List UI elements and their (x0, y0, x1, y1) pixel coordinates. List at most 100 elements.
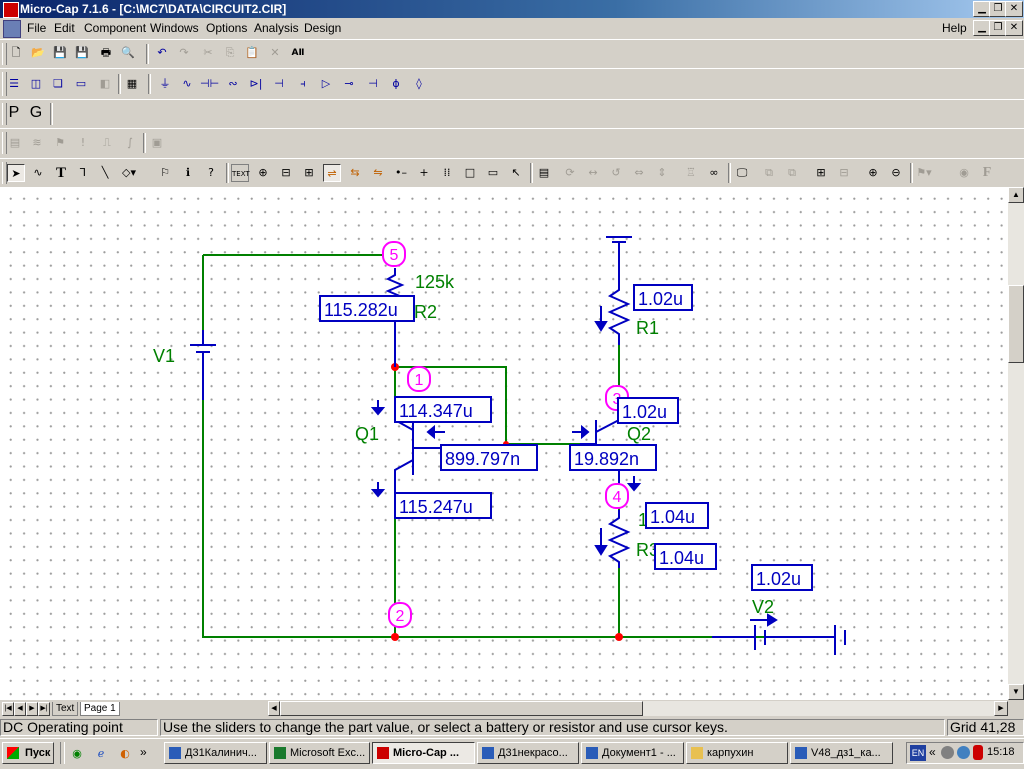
binoculars-icon[interactable]: ∞ (709, 166, 719, 179)
redo-icon[interactable]: ↷ (179, 46, 189, 59)
curve-icon[interactable]: ∫ (127, 136, 133, 149)
quicklaunch-more-icon[interactable]: » (140, 745, 147, 759)
power-icon[interactable]: ⇆ (350, 166, 360, 179)
tray-app-icon[interactable] (941, 746, 954, 759)
save-icon[interactable]: 💾 (53, 46, 67, 59)
cut-icon[interactable]: ✂ (203, 46, 213, 59)
scroll-left-arrow[interactable]: ◀ (268, 701, 280, 716)
schematic-canvas[interactable]: 5 1 3 4 2 V1 Q1 Q2 R1 R2 R3 125k 1 V2 (0, 187, 1008, 700)
info-icon[interactable]: ℹ (185, 166, 191, 179)
diode-icon[interactable]: ⊳| (249, 77, 263, 90)
last-page-button[interactable]: ▶| (38, 702, 50, 716)
node-numbers-icon[interactable]: ⊕ (258, 166, 268, 179)
scroll-down-arrow[interactable]: ▼ (1008, 684, 1024, 700)
grid-toggle-icon[interactable]: ⁞⁞ (443, 166, 451, 179)
taskbar-item-0[interactable]: Д31Калинич... (164, 742, 267, 764)
scroll-up-arrow[interactable]: ▲ (1008, 187, 1024, 203)
open-icon[interactable]: 📂 (31, 46, 45, 59)
align-icon[interactable]: ⇕ (657, 166, 667, 179)
cursor-icon[interactable]: ↖ (511, 166, 521, 179)
zoom-out-icon[interactable]: ⊖ (891, 166, 901, 179)
taskbar-item-6[interactable]: V48_дз1_ка... (790, 742, 893, 764)
p-button[interactable]: P (8, 104, 20, 121)
diagonal-wire-icon[interactable]: ╲ (101, 166, 109, 179)
monitor-icon[interactable]: 🖵 (736, 166, 748, 179)
pin-connections-icon[interactable]: •–• (395, 166, 407, 197)
app-icon[interactable] (3, 2, 19, 18)
delete-icon[interactable]: ✕ (270, 46, 280, 59)
horizontal-scrollbar[interactable]: ◀ ▶ (268, 701, 1008, 716)
voltages-icon[interactable]: ⊟ (281, 166, 291, 179)
tab-text[interactable]: Text (52, 702, 79, 716)
select-all-icon[interactable]: AⅡ (291, 48, 305, 58)
properties-icon[interactable]: ▤ (538, 166, 550, 179)
cross-hair-icon[interactable]: + (419, 166, 429, 179)
color-flag-icon[interactable]: ⚑▾ (916, 166, 932, 179)
help-mode-icon[interactable]: ? (208, 166, 214, 179)
menu-edit[interactable]: Edit (54, 21, 75, 35)
prev-page-button[interactable]: ◀ (14, 702, 26, 716)
flag-mode-icon[interactable]: ⚐ (160, 166, 170, 179)
dc-currents-icon[interactable]: ⇌ (323, 164, 341, 182)
vertical-scrollbar[interactable]: ▲ ▼ (1008, 187, 1024, 700)
next-page-button[interactable]: ▶ (26, 702, 38, 716)
tray-expand-icon[interactable]: « (929, 745, 936, 759)
cascade-icon[interactable]: ❏ (53, 77, 63, 90)
browser-icon[interactable]: ◐ (120, 747, 130, 760)
menu-options[interactable]: Options (206, 21, 248, 35)
add-page-icon[interactable]: ⊞ (816, 166, 826, 179)
scroll-right-arrow[interactable]: ▶ (994, 701, 1008, 716)
select-arrow-icon[interactable]: ➤ (7, 164, 25, 182)
copy-icon[interactable]: ⎘ (225, 46, 235, 59)
inductor-icon[interactable]: ∾ (228, 77, 238, 90)
font-icon[interactable]: F (982, 165, 992, 180)
doc-close-button[interactable]: ✕ (1005, 20, 1023, 36)
document-icon[interactable] (3, 20, 21, 38)
ground-icon[interactable]: ⏚ (159, 77, 171, 90)
tile-horizontal-icon[interactable]: ☰ (9, 77, 19, 90)
new-icon[interactable]: 🗋 (11, 46, 21, 59)
ie-icon[interactable]: ℯ (97, 747, 105, 760)
close-button[interactable]: ✕ (1005, 1, 1023, 17)
print-icon[interactable]: 🖶 (100, 46, 112, 59)
border-icon[interactable]: □ (464, 166, 476, 179)
g-button[interactable]: G (29, 104, 43, 121)
window-icon[interactable]: ▭ (75, 77, 87, 90)
split-icon[interactable]: ◧ (99, 77, 111, 90)
taskbar-item-5[interactable]: карпухин (686, 742, 788, 764)
paste-icon[interactable]: 📋 (245, 46, 259, 59)
tray-antivirus-icon[interactable] (973, 745, 983, 760)
menu-component[interactable]: Component (84, 21, 147, 35)
menu-windows[interactable]: Windows (150, 21, 199, 35)
find-icon[interactable]: ♖ (686, 166, 696, 179)
zener-icon[interactable]: ⊣ (274, 77, 284, 90)
print-preview-icon[interactable]: 🔍 (121, 46, 135, 59)
tile-vertical-icon[interactable]: ◫ (30, 77, 42, 90)
currents-icon[interactable]: ⊞ (304, 166, 314, 179)
ac-source-icon[interactable]: ◊ (416, 77, 422, 90)
palette-icon[interactable]: ◉ (959, 166, 969, 179)
flip-x-icon[interactable]: ↔ (588, 166, 598, 179)
first-page-button[interactable]: |◀ (2, 702, 14, 716)
wave-icon[interactable]: ≋ (32, 136, 42, 149)
tray-network-icon[interactable] (957, 746, 970, 759)
bang-icon[interactable]: ! (80, 136, 86, 149)
current-source-icon[interactable]: ϕ (392, 77, 400, 90)
delete-page-icon[interactable]: ⊟ (839, 166, 849, 179)
wire-mode-icon[interactable]: ⅂ (79, 166, 87, 179)
waveform-icon[interactable]: ⎍ (103, 136, 111, 149)
taskbar-item-2[interactable]: Micro-Cap ... (372, 742, 475, 764)
taskbar-item-1[interactable]: Microsoft Exc... (269, 742, 370, 764)
show-desktop-icon[interactable]: ◉ (72, 747, 82, 760)
mirror-icon[interactable]: ↺ (611, 166, 621, 179)
language-indicator[interactable]: EN (910, 745, 926, 761)
start-button[interactable]: Пуск (2, 742, 54, 764)
conditions-icon[interactable]: ⇋ (373, 166, 383, 179)
capacitor-icon[interactable]: ⊣⊢ (200, 77, 220, 90)
horizontal-scroll-thumb[interactable] (280, 701, 643, 716)
taskbar-item-4[interactable]: Документ1 - ... (581, 742, 684, 764)
taskbar-item-3[interactable]: Д31некрасо... (477, 742, 579, 764)
menu-analysis[interactable]: Analysis (254, 21, 299, 35)
dc-source-icon[interactable]: ⊣ (368, 77, 378, 90)
zoom-in-icon[interactable]: ⊕ (868, 166, 878, 179)
